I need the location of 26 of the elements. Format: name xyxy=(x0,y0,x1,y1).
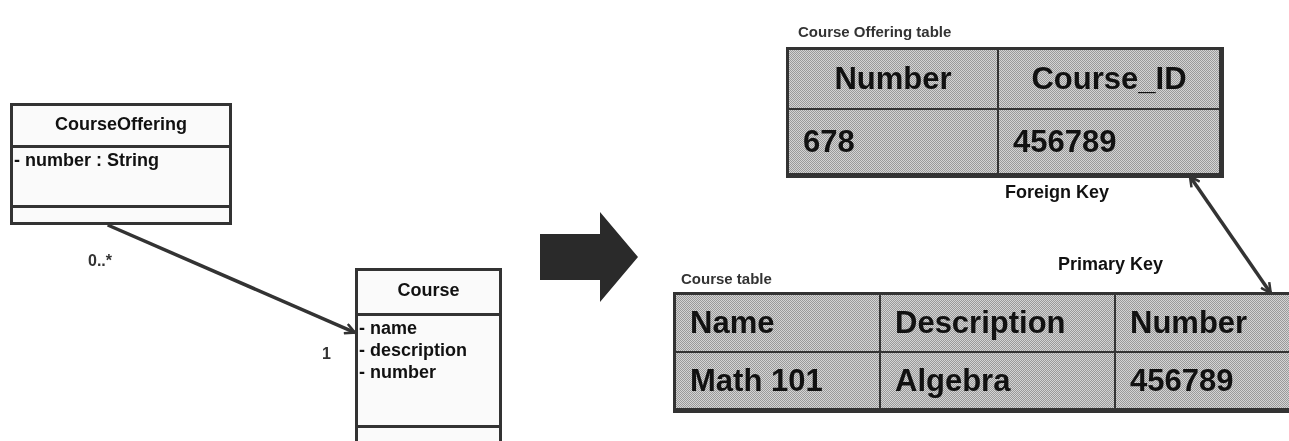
attribute-text: - number : String xyxy=(14,149,160,171)
multiplicity-label: 0..* xyxy=(88,252,112,270)
table-title: Course Offering table xyxy=(798,23,952,40)
table-title: Course table xyxy=(681,270,772,287)
table-cell: 456789 xyxy=(999,110,1221,175)
arrow xyxy=(107,223,357,335)
class-box xyxy=(355,268,502,441)
key-label: Foreign Key xyxy=(1005,182,1110,203)
table-cell: 456789 xyxy=(1116,353,1289,410)
table-cell: Number xyxy=(1116,295,1289,353)
table-cell: Description xyxy=(881,295,1116,353)
table-cell: Math 101 xyxy=(676,353,881,410)
attribute-text: - description xyxy=(359,339,468,361)
attribute-text: - number xyxy=(359,361,437,383)
multiplicity-label: 1 xyxy=(322,345,331,363)
table-cell: Number xyxy=(789,50,999,110)
key-label: Primary Key xyxy=(1058,254,1164,275)
table-cell: Course_ID xyxy=(999,50,1221,110)
table-cell: 678 xyxy=(789,110,999,175)
class-name: Course xyxy=(397,280,460,300)
attribute-text: - name xyxy=(359,317,419,339)
class-name: CourseOffering xyxy=(55,114,187,134)
table-cell: Algebra xyxy=(881,353,1116,410)
class-box xyxy=(10,103,232,225)
table-cell: Name xyxy=(676,295,881,353)
double-arrow xyxy=(1188,175,1273,295)
